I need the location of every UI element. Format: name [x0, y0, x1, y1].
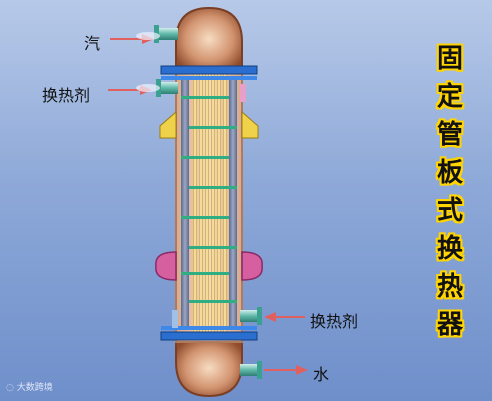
- title-char: 器: [436, 310, 463, 340]
- title-char: 热: [436, 272, 463, 302]
- top-head: [175, 6, 243, 71]
- water-outlet-nozzle: [240, 361, 262, 379]
- heat-tube: [223, 70, 227, 338]
- shell-wall-right: [229, 80, 237, 330]
- baffle: [181, 96, 229, 99]
- support-bracket-left: [159, 110, 177, 139]
- baffle: [181, 216, 229, 219]
- tube-sheet-top-lower: [161, 76, 257, 80]
- heat-tube: [199, 70, 203, 338]
- title-char: 固: [436, 44, 463, 74]
- title-char: 板: [436, 158, 463, 188]
- shell-wall-left: [181, 80, 189, 330]
- flange-bolt: [172, 310, 178, 328]
- water-out-arrow: [264, 365, 308, 375]
- baffle: [189, 300, 237, 303]
- medium-spray: [136, 84, 160, 92]
- baffle: [181, 156, 229, 159]
- label-medium-lower: 换热剂: [310, 312, 359, 331]
- title-char: 定: [436, 82, 463, 112]
- baffle-plates: [181, 96, 237, 303]
- heat-tube: [205, 70, 209, 338]
- baffle: [189, 246, 237, 249]
- expansion-joint-right: [241, 251, 263, 281]
- tube-sheet-top: [160, 65, 258, 75]
- watermark: ◌ 大数跨境: [6, 380, 53, 393]
- heat-tube: [217, 70, 221, 338]
- vertical-title: 固定管板式换热器: [430, 40, 470, 344]
- flange-bolt: [240, 84, 246, 102]
- bottom-head: [175, 339, 243, 398]
- steam-spray: [136, 32, 160, 40]
- medium-outlet-nozzle: [240, 307, 262, 325]
- support-bracket-right: [241, 110, 259, 139]
- heat-tube: [193, 70, 197, 338]
- baffle: [189, 126, 237, 129]
- expansion-joint-left: [155, 251, 177, 281]
- label-steam: 汽: [84, 34, 101, 53]
- title-char: 式: [436, 196, 463, 226]
- watermark-text: 大数跨境: [16, 383, 53, 393]
- tube-sheet-bottom-upper: [161, 326, 257, 330]
- watermark-icon: ◌: [6, 383, 14, 393]
- heat-tube: [211, 70, 215, 338]
- title-char: 换: [436, 234, 463, 264]
- baffle: [181, 272, 229, 275]
- label-water: 水: [313, 365, 330, 384]
- tube-sheet-bottom: [160, 331, 258, 341]
- label-medium-upper: 换热剂: [42, 86, 91, 105]
- baffle: [189, 186, 237, 189]
- tube-bundle: [193, 70, 227, 338]
- title-char: 管: [436, 120, 463, 150]
- medium-out-arrow: [264, 312, 305, 322]
